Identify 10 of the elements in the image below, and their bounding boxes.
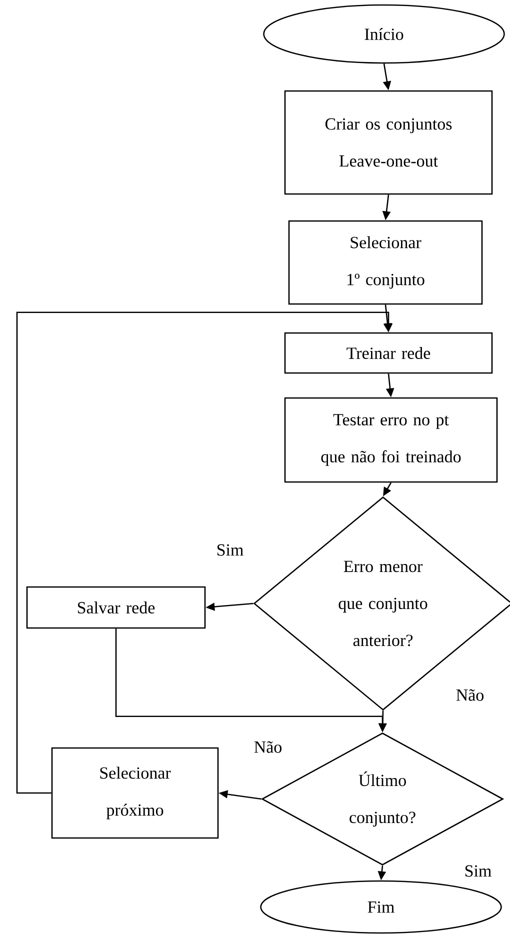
process-box: Selecionar 1º conjunto [288, 220, 483, 305]
process-box: Testar erro no pt que não foi treinado [284, 397, 498, 483]
process-box: Salvar rede [26, 586, 206, 629]
process-box: Treinar rede [284, 332, 493, 374]
process-box: Selecionar próximo [51, 747, 219, 839]
arrow [16, 312, 393, 794]
edge-label: Sim [215, 543, 245, 557]
process-box: Criar os conjuntos Leave-one-out [284, 90, 493, 195]
edge-label: Não [454, 688, 486, 702]
edge-label: Sim [463, 864, 493, 878]
